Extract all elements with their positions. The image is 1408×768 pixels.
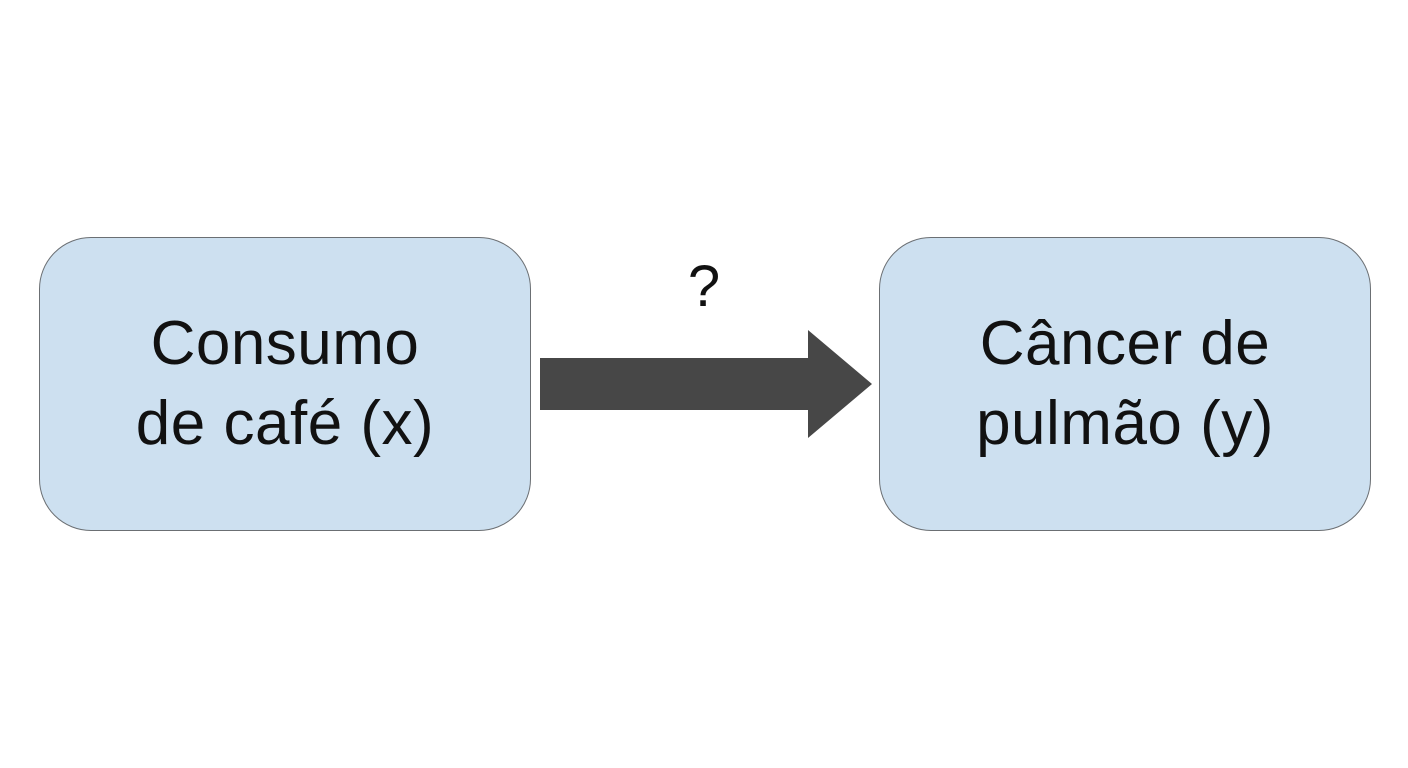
node-label: Câncer de pulmão (y) — [976, 304, 1274, 464]
node-coffee-consumption: Consumo de café (x) — [39, 237, 531, 531]
node-label-line-1: Câncer de — [979, 309, 1271, 378]
causal-arrow — [540, 330, 872, 438]
edge-question-label: ? — [687, 254, 721, 319]
arrow-shape — [540, 330, 872, 438]
node-label-line-2: de café (x) — [135, 389, 435, 458]
node-label-line-2: pulmão (y) — [976, 389, 1274, 458]
node-label: Consumo de café (x) — [136, 304, 434, 464]
node-lung-cancer: Câncer de pulmão (y) — [879, 237, 1371, 531]
node-label-line-1: Consumo — [150, 309, 420, 378]
